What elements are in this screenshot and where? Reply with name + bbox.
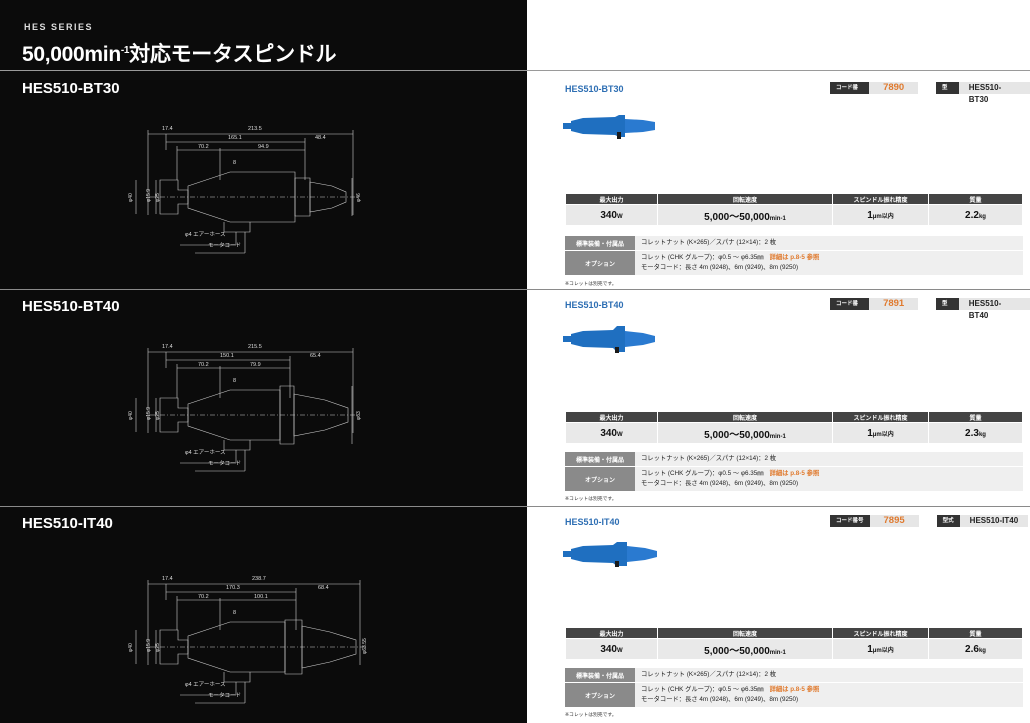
dim-phi-mid: φ15.9 [146, 189, 152, 202]
svg-text:68.4: 68.4 [318, 585, 329, 591]
max-output-value: 340W [565, 422, 658, 444]
svg-text:φ15.9: φ15.9 [146, 407, 152, 420]
speed-value: 5,000～50,000min-1 [657, 638, 833, 660]
product-link-title[interactable]: HES510-BT30 [565, 84, 624, 94]
runout-value: 1μm以内 [832, 204, 929, 226]
section-divider [0, 289, 1030, 290]
spindle-image [563, 540, 663, 568]
std-accessory: コレットナット (K×265)／スパナ (12×14)：2 枚 [635, 236, 1023, 250]
spec-table: 最大出力 回転速度 スピンドル振れ精度 質量 340W 5,000～50,000… [565, 627, 1023, 660]
model-heading: HES510-BT30 [22, 80, 120, 97]
svg-text:215.5: 215.5 [248, 344, 262, 350]
spindle-drawing-svg: 17.4 215.5 150.1 65.4 70.2 79.9 8 φ40 φ1… [128, 344, 362, 472]
spindle-image [563, 325, 663, 353]
dimension-drawing: 17.4 238.7 170.3 68.4 70.2 100.1 8 φ40 φ… [120, 570, 370, 710]
svg-text:φ4 エアーホース: φ4 エアーホース [185, 449, 226, 456]
spindle-drawing-svg: 17.4 238.7 170.3 68.4 70.2 100.1 8 φ40 φ… [128, 576, 368, 704]
svg-text:8: 8 [233, 610, 236, 616]
svg-text:238.7: 238.7 [252, 576, 266, 582]
product-link-title[interactable]: HES510-BT40 [565, 300, 624, 310]
svg-text:65.4: 65.4 [310, 353, 321, 359]
option-block: 標準装備・付属品 コレットナット (K×265)／スパナ (12×14)：2 枚… [565, 452, 1023, 492]
runout-value: 1μm以内 [832, 638, 929, 660]
code-tag: コード番号 7890 型式 HES510-BT30 [830, 82, 1030, 104]
code-tag: コード番号 7891 型式 HES510-BT40 [830, 298, 1030, 320]
svg-text:φ15.9: φ15.9 [146, 639, 152, 652]
code-tag: コード番号 7895 型式 HES510-IT40 [830, 515, 1029, 527]
svg-text:79.9: 79.9 [250, 362, 261, 368]
dim-a: 17.4 [162, 126, 173, 132]
dimension-drawing: 17.4 213.5 165.1 48.4 70.2 94.9 8 φ40 φ1… [120, 120, 370, 260]
series-label: HES SERIES [24, 22, 94, 32]
model-heading: HES510-IT40 [22, 515, 113, 532]
max-output-value: 340W [565, 204, 658, 226]
model-number: HES510-BT30 [958, 82, 1030, 104]
collet-note: ※コレットは別売です。 [565, 497, 617, 502]
code-number: 7891 [869, 298, 919, 310]
svg-text:70.2: 70.2 [198, 594, 209, 600]
dim-8: 8 [233, 160, 236, 166]
model-heading: HES510-BT40 [22, 298, 120, 315]
svg-text:17.4: 17.4 [162, 576, 173, 582]
right-panel [527, 0, 1030, 723]
model-number: HES510-IT40 [959, 515, 1029, 527]
svg-text:φ63: φ63 [356, 411, 362, 420]
svg-text:17.4: 17.4 [162, 344, 173, 350]
svg-text:70.2: 70.2 [198, 362, 209, 368]
dim-phi-mid2: φ25 [155, 193, 161, 202]
detail-ref[interactable]: 詳細は p.8-5 参照 [769, 686, 820, 693]
dim-d: 70.2 [198, 144, 209, 150]
svg-text:モータコード: モータコード [208, 459, 241, 467]
runout-value: 1μm以内 [832, 422, 929, 444]
product-link-title[interactable]: HES510-IT40 [565, 517, 620, 527]
std-accessory: コレットナット (K×265)／スパナ (12×14)：2 枚 [635, 668, 1023, 682]
air-hose-label: φ4 エアーホース [185, 231, 226, 238]
model-number: HES510-BT40 [958, 298, 1030, 320]
dimension-drawing: 17.4 215.5 150.1 65.4 70.2 79.9 8 φ40 φ1… [120, 338, 370, 478]
svg-text:170.3: 170.3 [226, 585, 240, 591]
spec-table: 最大出力 回転速度 スピンドル振れ精度 質量 340W 5,000～50,000… [565, 411, 1023, 444]
motor-cord-label: モータコード [208, 241, 241, 249]
collet-note: ※コレットは別売です。 [565, 713, 617, 718]
svg-text:φ4 エアーホース: φ4 エアーホース [185, 681, 226, 688]
dim-b: 165.1 [228, 135, 242, 141]
svg-text:φ63.55: φ63.55 [362, 638, 368, 654]
header-divider [0, 70, 1030, 71]
mass-value: 2.6kg [928, 638, 1023, 660]
section-divider [0, 506, 1030, 507]
option-block: 標準装備・付属品 コレットナット (K×265)／スパナ (12×14)：2 枚… [565, 668, 1023, 708]
detail-ref[interactable]: 詳細は p.8-5 参照 [769, 254, 820, 261]
max-output-value: 340W [565, 638, 658, 660]
detail-ref[interactable]: 詳細は p.8-5 参照 [769, 470, 820, 477]
svg-text:φ25: φ25 [155, 411, 161, 420]
spec-table: 最大出力 回転速度 スピンドル振れ精度 質量 340W 5,000～50,000… [565, 193, 1023, 226]
speed-value: 5,000～50,000min-1 [657, 422, 833, 444]
code-number: 7890 [869, 82, 919, 94]
dim-phi-right: φ46 [356, 193, 362, 202]
left-panel: HES SERIES 50,000min-1対応モータスピンドル [0, 0, 527, 723]
svg-text:φ40: φ40 [128, 643, 134, 652]
page-title: 50,000min-1対応モータスピンドル [22, 43, 337, 66]
speed-value: 5,000～50,000min-1 [657, 204, 833, 226]
dim-c: 48.4 [315, 135, 326, 141]
spindle-drawing-svg: 17.4 213.5 165.1 48.4 70.2 94.9 8 φ40 φ1… [128, 126, 362, 254]
svg-text:φ25: φ25 [155, 643, 161, 652]
code-number: 7895 [869, 515, 919, 527]
dim-total: 213.5 [248, 126, 262, 132]
dim-phi-left: φ40 [128, 193, 134, 202]
spindle-image [563, 112, 663, 140]
svg-text:100.1: 100.1 [254, 594, 268, 600]
svg-text:150.1: 150.1 [220, 353, 234, 359]
mass-value: 2.2kg [928, 204, 1023, 226]
option-block: 標準装備・付属品 コレットナット (K×265)／スパナ (12×14)：2 枚… [565, 236, 1023, 276]
svg-text:φ40: φ40 [128, 411, 134, 420]
svg-text:モータコード: モータコード [208, 691, 241, 699]
mass-value: 2.3kg [928, 422, 1023, 444]
std-accessory: コレットナット (K×265)／スパナ (12×14)：2 枚 [635, 452, 1023, 466]
dim-e: 94.9 [258, 144, 269, 150]
collet-note: ※コレットは別売です。 [565, 282, 617, 287]
svg-text:8: 8 [233, 378, 236, 384]
